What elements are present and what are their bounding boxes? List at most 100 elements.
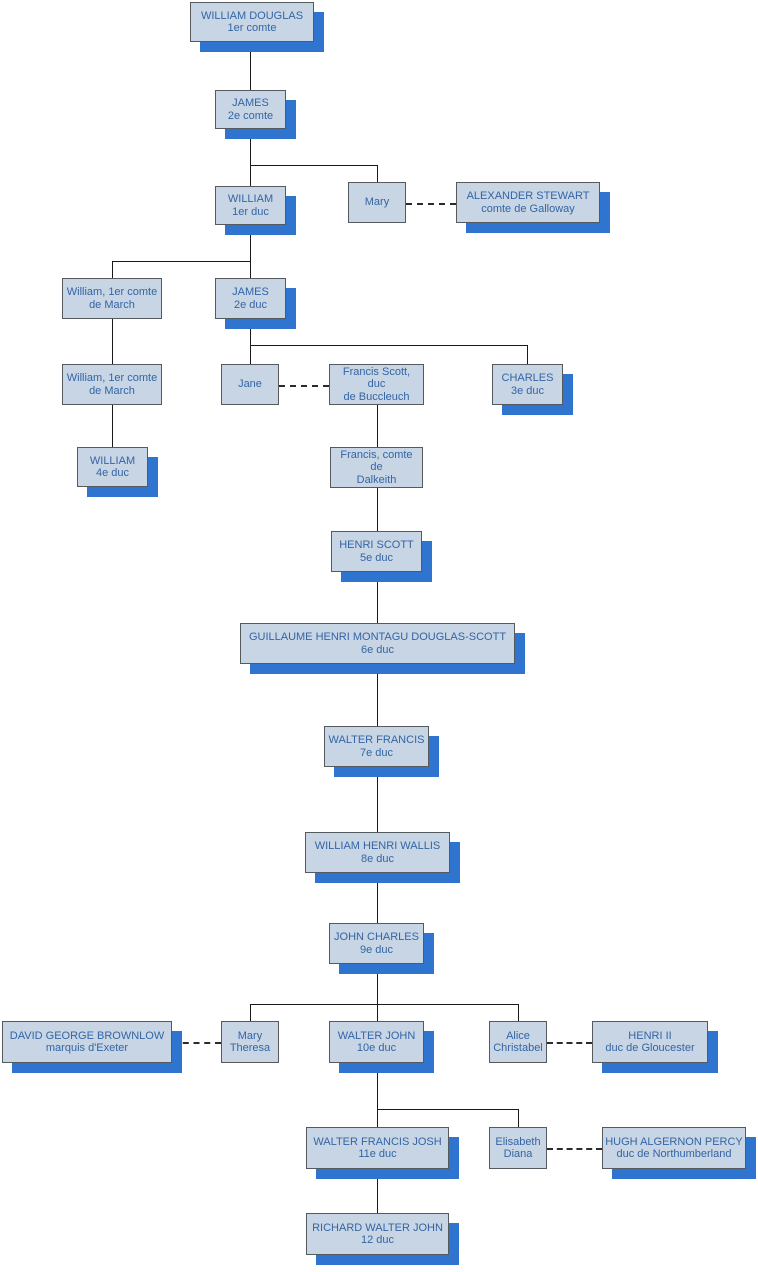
connector-vertical-bus3-to-n11 bbox=[527, 345, 528, 364]
connector-vertical-bus1-to-n4 bbox=[377, 165, 378, 182]
person-name: Francis, comte de bbox=[340, 448, 413, 474]
person-title: duc de Northumberland bbox=[616, 1148, 732, 1160]
person-title: 9e duc bbox=[359, 943, 394, 956]
person-title: 6e duc bbox=[360, 643, 395, 656]
connector-horizontal-bus1 bbox=[250, 165, 377, 166]
connector-vertical-n21-to-bus5 bbox=[377, 1063, 378, 1109]
person-title: Diana bbox=[503, 1148, 533, 1160]
connector-vertical-n24-to-n27 bbox=[377, 1169, 378, 1213]
person-name: JAMES bbox=[232, 286, 269, 298]
person-name: Francis Scott, duc bbox=[342, 365, 411, 391]
connector-vertical-bus2-to-n7 bbox=[250, 261, 251, 278]
person-name: WILLIAM bbox=[227, 193, 274, 205]
connector-vertical-n7-to-bus3 bbox=[250, 319, 251, 345]
person-title: Dalkeith bbox=[356, 473, 397, 486]
person-title: 5e duc bbox=[359, 551, 394, 564]
connector-vertical-n2-to-bus1 bbox=[250, 129, 251, 165]
person-name: HUGH ALGERNON PERCY bbox=[605, 1135, 743, 1148]
connector-horizontal-bus3 bbox=[250, 345, 527, 346]
connector-vertical-bus5-to-n24 bbox=[377, 1109, 378, 1127]
person-name: WILLIAM bbox=[89, 454, 136, 467]
person-name: Mary bbox=[237, 1029, 263, 1042]
person-name: William, 1er comte bbox=[66, 372, 158, 384]
connector-vertical-bus4-to-n21 bbox=[377, 1004, 378, 1021]
person-title: de March bbox=[89, 384, 135, 397]
person-title: duc de Gloucester bbox=[605, 1042, 695, 1054]
person-name: WALTER JOHN bbox=[337, 1029, 416, 1042]
connector-vertical-bus4-to-n20 bbox=[250, 1004, 251, 1021]
person-name: JAMES bbox=[232, 97, 269, 109]
person-name: GUILLAUME HENRI MONTAGU DOUGLAS-SCOTT bbox=[248, 631, 507, 643]
person-title: 2e duc bbox=[233, 298, 268, 311]
person-title: Christabel bbox=[493, 1042, 543, 1054]
connector-vertical-bus3-to-n9 bbox=[250, 345, 251, 364]
person-title: 8e duc bbox=[360, 852, 395, 865]
person-title: 1er duc bbox=[232, 205, 269, 218]
person-node[interactable]: Mary bbox=[348, 182, 406, 223]
person-title: 2e comte bbox=[227, 109, 274, 122]
connector-vertical-bus2-to-n6 bbox=[112, 261, 113, 278]
person-title: comte de Galloway bbox=[481, 202, 575, 215]
person-name: WILLIAM DOUGLAS bbox=[200, 9, 304, 22]
connector-vertical-n8-to-n12 bbox=[112, 405, 113, 447]
person-title: marquis d'Exeter bbox=[45, 1042, 129, 1054]
connector-vertical-n1-to-n2 bbox=[250, 42, 251, 90]
connector-vertical-n3-to-bus2 bbox=[250, 225, 251, 261]
person-name: DAVID GEORGE BROWNLOW bbox=[9, 1029, 165, 1042]
connector-vertical-bus1-to-n3 bbox=[250, 165, 251, 186]
person-title: 12 duc bbox=[360, 1234, 395, 1246]
person-title: 1er comte bbox=[227, 22, 277, 34]
person-name: HENRI II bbox=[628, 1029, 672, 1042]
person-name: RICHARD WALTER JOHN bbox=[312, 1221, 443, 1234]
person-title: 10e duc bbox=[356, 1042, 397, 1054]
person-title: Theresa bbox=[229, 1042, 271, 1054]
connector-vertical-bus4-to-n22 bbox=[518, 1004, 519, 1021]
person-name: WALTER FRANCIS JOSH bbox=[313, 1135, 442, 1148]
marriage-link-jane-francis-scott bbox=[279, 385, 329, 387]
person-name: JOHN CHARLES bbox=[334, 931, 419, 943]
connector-vertical-n14-to-n15 bbox=[377, 572, 378, 623]
person-name: Jane bbox=[238, 378, 262, 391]
person-title: de Buccleuch bbox=[343, 390, 410, 403]
marriage-link-exeter-mary-theresa bbox=[172, 1042, 221, 1044]
person-title: 3e duc bbox=[510, 384, 545, 397]
person-name: William, 1er comte bbox=[66, 286, 158, 298]
person-name: ALEXANDER STEWART bbox=[466, 190, 590, 202]
marriage-link-alice-henri2 bbox=[547, 1042, 592, 1044]
person-title: 7e duc bbox=[359, 746, 394, 759]
connector-vertical-n17-to-n18 bbox=[377, 873, 378, 923]
person-name: HENRI SCOTT bbox=[339, 539, 414, 551]
person-name: CHARLES bbox=[501, 372, 554, 384]
person-name: WALTER FRANCIS bbox=[328, 734, 425, 746]
connector-horizontal-bus4 bbox=[250, 1004, 518, 1005]
person-name: WILLIAM HENRI WALLIS bbox=[314, 840, 441, 852]
person-node[interactable]: Jane bbox=[221, 364, 279, 405]
marriage-link-elisabeth-hugh bbox=[547, 1148, 602, 1150]
